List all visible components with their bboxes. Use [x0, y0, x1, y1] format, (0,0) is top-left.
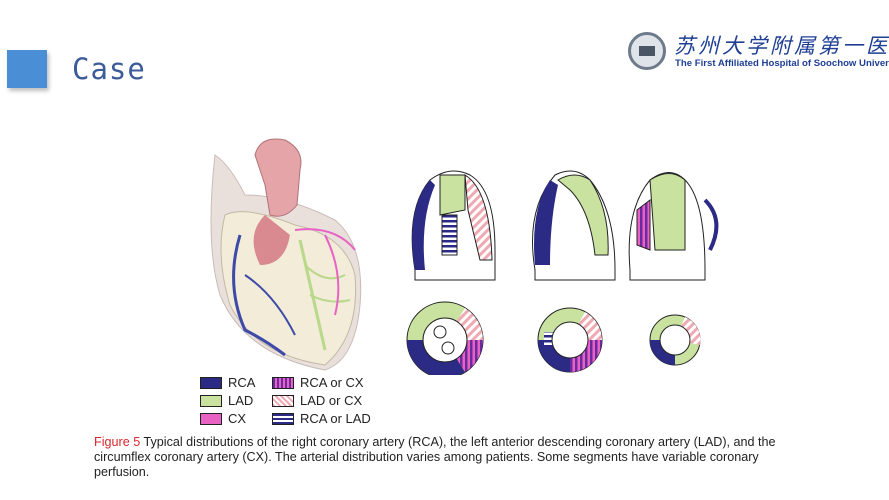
- short-axis-view-2: [537, 307, 603, 373]
- title-accent-square: [7, 50, 47, 88]
- legend-item-rca: RCA: [200, 375, 255, 390]
- legend-item-cx: CX: [200, 411, 246, 426]
- seal-icon: [628, 32, 666, 70]
- slide-title: Case: [72, 52, 146, 86]
- long-axis-view-2: [532, 170, 616, 281]
- caption-text: Typical distributions of the right coron…: [94, 435, 776, 479]
- heart-illustration: [210, 138, 362, 371]
- logo-english-name: The First Affiliated Hospital of Soochow…: [675, 58, 889, 69]
- short-axis-view-3: [649, 314, 701, 366]
- legend-item-rca-or-lad: RCA or LAD: [272, 411, 371, 426]
- legend-item-lad-or-cx: LAD or CX: [272, 393, 362, 408]
- figure-caption: Figure 5 Typical distributions of the ri…: [94, 435, 814, 480]
- coronary-figure: [210, 138, 719, 375]
- legend-item-rca-or-cx: RCA or CX: [272, 375, 364, 390]
- figure-label: Figure 5: [94, 435, 141, 449]
- long-axis-view-1: [411, 170, 496, 281]
- short-axis-view-1: [406, 301, 484, 375]
- legend-item-lad: LAD: [200, 393, 253, 408]
- logo-chinese-name: 苏州大学附属第一医院: [674, 34, 889, 58]
- hospital-logo: 苏州大学附属第一医院 The First Affiliated Hospital…: [628, 30, 889, 74]
- long-axis-view-3: [628, 172, 719, 281]
